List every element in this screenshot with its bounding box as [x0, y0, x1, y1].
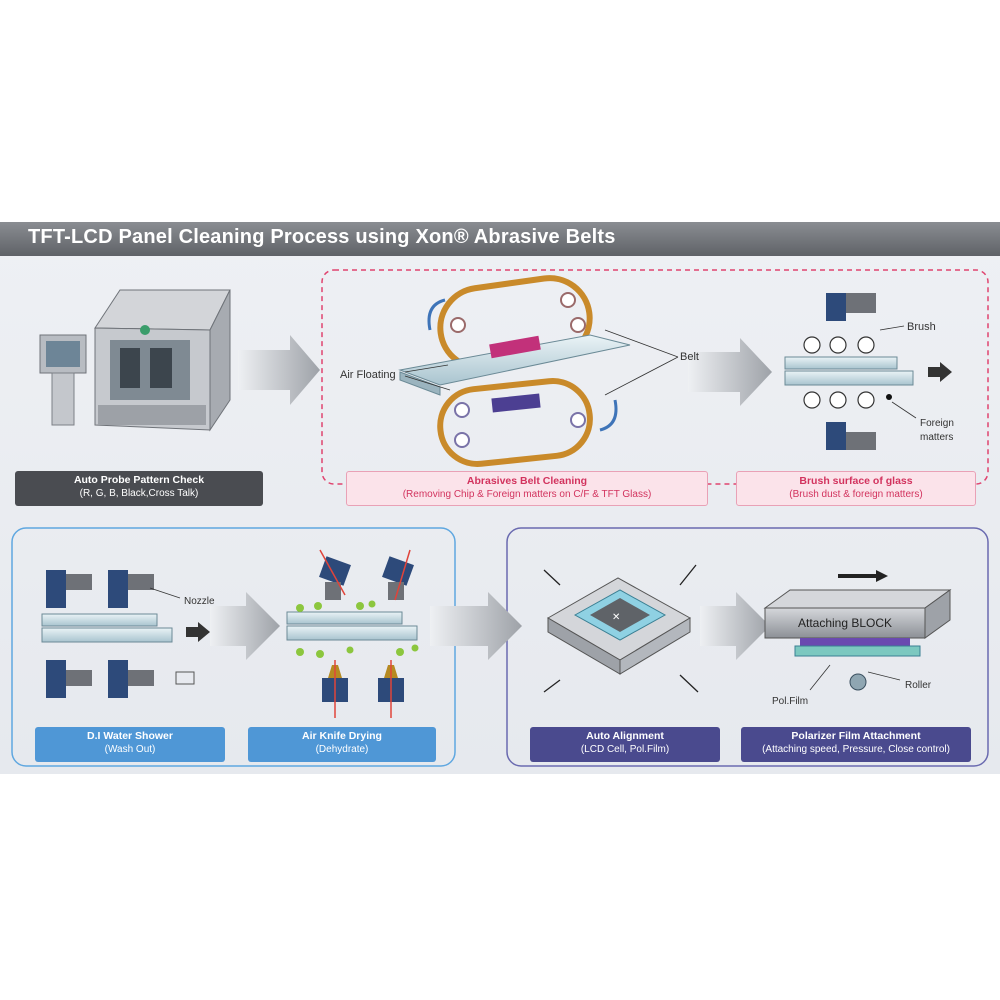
abrasive-belt-title: Abrasives Belt Cleaning — [466, 475, 588, 487]
flow-arrow — [210, 592, 280, 660]
water-shower-title: D.I Water Shower — [87, 730, 173, 742]
wash-section-border — [11, 527, 456, 767]
foreign-label: Foreign — [920, 418, 954, 429]
belt-label: Belt — [680, 351, 699, 363]
flow-arrow — [700, 592, 770, 660]
air-knife-label: Air Knife Drying (Dehydrate) — [248, 727, 436, 762]
polarizer-title: Polarizer Film Attachment — [791, 730, 921, 742]
brush-surface-title: Brush surface of glass — [799, 475, 913, 487]
water-shower-label: D.I Water Shower (Wash Out) — [35, 727, 225, 762]
water-shower-sub: (Wash Out) — [104, 744, 156, 755]
auto-probe-machine-illustration — [39, 289, 231, 432]
flow-arrow — [430, 592, 522, 660]
flow-arrow — [688, 338, 772, 406]
abrasive-belt-illustration: Air Floating Belt — [340, 275, 699, 467]
pol-film-label: Pol.Film — [772, 696, 808, 707]
auto-alignment-label: Auto Alignment (LCD Cell, Pol.Film) — [530, 727, 720, 762]
polarizer-label: Polarizer Film Attachment (Attaching spe… — [741, 727, 971, 762]
diagram-title: TFT-LCD Panel Cleaning Process using Xon… — [28, 226, 616, 248]
brush-surface-label: Brush surface of glass (Brush dust & for… — [736, 471, 976, 506]
air-knife-illustration — [286, 549, 419, 718]
abrasive-belt-label: Abrasives Belt Cleaning (Removing Chip &… — [346, 471, 708, 506]
roller-label: Roller — [905, 680, 932, 691]
abrasive-belt-sub: (Removing Chip & Foreign matters on C/F … — [402, 489, 652, 500]
air-knife-title: Air Knife Drying — [302, 730, 382, 742]
brush-surface-sub: (Brush dust & foreign matters) — [789, 489, 923, 500]
svg-text:✕: ✕ — [612, 612, 620, 623]
title-bar: TFT-LCD Panel Cleaning Process using Xon… — [0, 222, 1000, 256]
polarizer-illustration: Attaching BLOCK Pol.Film Roller — [763, 570, 952, 707]
auto-probe-sub: (R, G, B, Black,Cross Talk) — [79, 488, 199, 499]
nozzle-label: Nozzle — [184, 596, 215, 607]
air-floating-label: Air Floating — [340, 369, 396, 381]
matters-label: matters — [920, 432, 953, 443]
flow-arrow — [238, 335, 320, 405]
water-shower-illustration: Nozzle — [41, 570, 215, 698]
auto-alignment-illustration: ✕ — [543, 564, 699, 693]
auto-probe-label: Auto Probe Pattern Check (R, G, B, Black… — [15, 471, 263, 506]
auto-probe-title: Auto Probe Pattern Check — [73, 474, 205, 486]
auto-alignment-sub: (LCD Cell, Pol.Film) — [580, 744, 670, 755]
polarizer-sub: (Attaching speed, Pressure, Close contro… — [762, 744, 950, 755]
brush-illustration: Brush Foreign matters — [784, 293, 954, 450]
attaching-block-label: Attaching BLOCK — [798, 616, 892, 630]
attach-section-border — [506, 527, 989, 767]
auto-alignment-title: Auto Alignment — [586, 730, 664, 742]
air-knife-sub: (Dehydrate) — [315, 744, 369, 755]
brush-label: Brush — [907, 321, 936, 333]
